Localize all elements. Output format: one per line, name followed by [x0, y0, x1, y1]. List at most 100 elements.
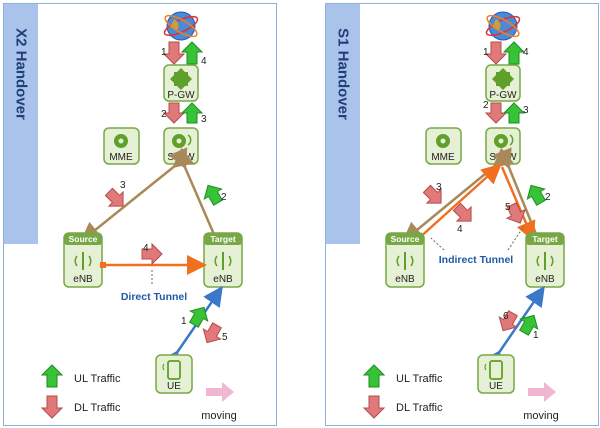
source-sgw-link [80, 147, 194, 243]
step-number: 3 [201, 114, 207, 125]
target-enb-node: Target eNB [525, 232, 565, 288]
legend-ul-label: UL Traffic [396, 373, 443, 385]
dl-arrow [484, 41, 508, 65]
gear-antenna-icon [172, 134, 192, 148]
step-number: 3 [436, 182, 442, 193]
tunnel-pointer [430, 237, 445, 251]
dl-arrow [498, 310, 519, 332]
legend-dl: DL Traffic [40, 395, 121, 419]
legend-ul-label: UL Traffic [74, 373, 121, 385]
ul-arrow [518, 314, 539, 336]
mme-label: MME [109, 152, 133, 163]
gateway-icon [170, 68, 192, 90]
pgw-node: P-GW [163, 64, 199, 102]
moving-label: moving [201, 410, 236, 422]
step-number: 2 [161, 109, 167, 120]
x2-diagram: 1 4 P-GW 2 3 MME [40, 11, 243, 422]
step-number: 4 [143, 243, 149, 254]
phone-icon [162, 360, 181, 380]
legend-ul: UL Traffic [40, 364, 121, 388]
pgw-node: P-GW [485, 64, 521, 102]
antenna-icon [536, 252, 554, 270]
enb-label: eNB [395, 274, 415, 285]
tunnel-pointer [507, 225, 525, 251]
antenna-icon [74, 252, 92, 270]
source-sgw-link [402, 147, 514, 243]
legend-dl-label: DL Traffic [396, 402, 443, 414]
step-number: 2 [545, 192, 551, 203]
indirect-tunnel-down [500, 166, 536, 242]
step-number: 1 [533, 330, 539, 341]
target-tag: Target [210, 234, 236, 244]
moving-label: moving [523, 410, 558, 422]
ue-node: UE [155, 354, 193, 394]
step-number: 4 [201, 56, 207, 67]
dl-arrow [202, 322, 223, 344]
step-number: 3 [120, 180, 126, 191]
antenna-icon [396, 252, 414, 270]
dl-arrow [484, 102, 508, 124]
ue-label: UE [489, 381, 503, 392]
s1-diagram: 1 4 P-GW 2 3 MME [362, 11, 565, 422]
enb-label: eNB [213, 274, 233, 285]
dl-arrow [162, 102, 186, 124]
gear-antenna-icon [494, 134, 514, 148]
step-number: 4 [457, 224, 463, 235]
panel-banner: X2 Handover [4, 4, 38, 244]
step-number: 1 [161, 47, 167, 58]
moving-arrow-icon [528, 382, 556, 402]
internet-globe-icon [163, 11, 199, 41]
legend-dl: DL Traffic [362, 395, 443, 419]
dl-legend-icon [40, 395, 64, 419]
step-number: 1 [181, 316, 187, 327]
dl-arrow [422, 184, 442, 204]
gear-icon [436, 134, 450, 148]
sgw-label: S-GW [167, 152, 195, 163]
pgw-label: P-GW [489, 90, 517, 101]
dl-arrow [162, 41, 186, 65]
source-enb-node: Source eNB [63, 232, 103, 288]
indirect-tunnel-up [417, 163, 502, 240]
ul-arrow [180, 102, 204, 124]
tunnel-start-marker [100, 262, 106, 268]
dl-arrow [104, 187, 124, 207]
ul-arrow [180, 41, 204, 65]
ue-label: UE [167, 381, 181, 392]
ue-enb-link [481, 285, 545, 373]
gear-icon [114, 134, 128, 148]
target-sgw-link [168, 147, 218, 240]
source-tag: Source [391, 234, 420, 244]
sgw-node: S-GW [485, 127, 521, 165]
ue-node: UE [477, 354, 515, 394]
enb-label: eNB [535, 274, 555, 285]
ul-arrow [502, 41, 526, 65]
step-number: 2 [221, 192, 227, 203]
dl-arrow [141, 242, 163, 266]
x2-panel: X2 Handover 1 4 [3, 3, 277, 426]
ul-arrow [203, 184, 224, 206]
tunnel-label: Indirect Tunnel [439, 254, 514, 266]
panel-banner: S1 Handover [326, 4, 360, 244]
pgw-label: P-GW [167, 90, 195, 101]
tunnel-label: Direct Tunnel [121, 291, 187, 303]
internet-globe-icon [485, 11, 521, 41]
step-number: 3 [523, 105, 529, 116]
mme-label: MME [431, 152, 455, 163]
dl-arrow [505, 202, 526, 224]
ul-legend-icon [362, 364, 386, 388]
ul-arrow [188, 306, 209, 328]
ul-arrow [502, 102, 526, 124]
step-number: 1 [483, 47, 489, 58]
s1-panel: S1 Handover 1 4 P-GW [325, 3, 599, 426]
phone-icon [484, 360, 503, 380]
step-number: 4 [523, 47, 529, 58]
legend-dl-label: DL Traffic [74, 402, 121, 414]
ul-legend-icon [40, 364, 64, 388]
enb-label: eNB [73, 274, 93, 285]
sgw-node: S-GW [163, 127, 199, 165]
source-enb-node: Source eNB [385, 232, 425, 288]
moving-arrow-icon [206, 382, 234, 402]
target-sgw-link [493, 147, 540, 240]
source-tag: Source [69, 234, 98, 244]
mme-node: MME [103, 127, 140, 165]
